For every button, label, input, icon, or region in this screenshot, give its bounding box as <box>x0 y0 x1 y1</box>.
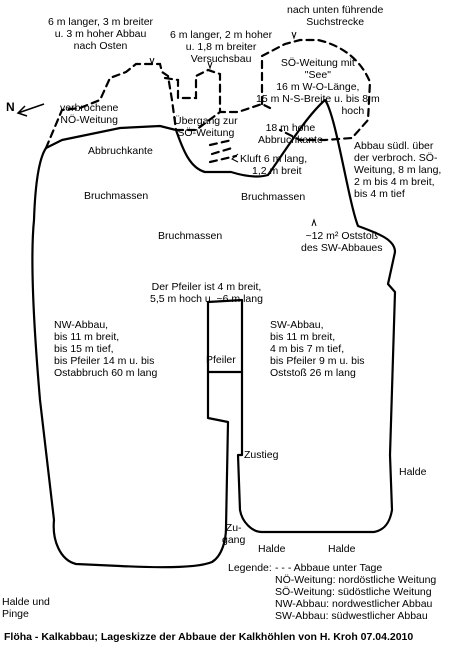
label-sw-abbau: SW-Abbau, bis 11 m breit, 4 m bis 7 m ti… <box>270 319 365 379</box>
arrow-versuchsbau <box>207 61 213 70</box>
label-versuchsbau: 6 m langer, 2 m hoher u. 1,8 m breiter V… <box>170 29 273 65</box>
label-soe-weitung: SÖ-Weitung mit "See" 16 m W-O-Länge, 15 … <box>256 57 380 117</box>
legend: Legende: <box>228 562 272 574</box>
label-pfeiler-info: Der Pfeiler ist 4 m breit, 5,5 m hoch u.… <box>150 281 263 305</box>
arrow-osten <box>149 57 155 66</box>
legend-line: SÖ-Weitung: südöstliche Weitung <box>275 586 432 598</box>
label-kluft: Kluft 6 m lang, 1,2 m breit <box>240 153 308 177</box>
label-pfeiler: Pfeiler <box>206 354 236 366</box>
cave-outline <box>31 98 397 569</box>
label-zugang: Zu- gang <box>222 522 246 546</box>
label-suchstrecke: nach unten führende Suchstrecke <box>287 4 384 28</box>
label-abbruchkante: Abbruchkante <box>88 145 153 157</box>
label-abbruchkante-18m: 18 m hohe Abbruchkante <box>258 122 323 146</box>
label-noe-weitung: verbrochene NÖ-Weitung <box>60 102 119 126</box>
label-uebergang: Übergang zur SÖ-Weitung <box>174 115 238 139</box>
legend-line: NÖ-Weitung: nordöstliche Weitung <box>275 574 437 586</box>
legend-title: Legende: <box>228 562 272 574</box>
label-nw-abbau: NW-Abbau, bis 11 m breit, bis 15 m tief,… <box>54 319 158 379</box>
arrow-kluft <box>231 153 239 163</box>
label-bruchmassen-3: Bruchmassen <box>158 230 223 242</box>
legend-entries: - - - Abbaue unter Tage NÖ-Weitung: nord… <box>275 562 436 622</box>
label-halde-right: Halde <box>399 466 427 478</box>
label-bruchmassen-2: Bruchmassen <box>241 191 306 203</box>
caption: Flöha - Kalkabbau; Lageskizze der Abbaue… <box>4 631 414 643</box>
label-abbau-osten: 6 m langer, 3 m breiter u. 3 m hoher Abb… <box>48 16 154 52</box>
legend-line: - - - Abbaue unter Tage <box>275 562 383 574</box>
arrow-suchstrecke <box>291 31 297 40</box>
legend-line: NW-Abbau: nordwestlicher Abbau <box>275 598 433 610</box>
uebergang-outline <box>174 102 272 132</box>
north-label: N <box>6 100 15 114</box>
versuchsbau-outline <box>163 68 222 114</box>
label-bruchmassen-1: Bruchmassen <box>84 190 149 202</box>
label-oststoss: ~12 m² Oststoß des SW-Abbaues <box>301 230 383 254</box>
north-arrow <box>16 103 45 117</box>
kluft-outline <box>208 138 238 164</box>
label-halde-pinge: Halde und Pinge <box>2 596 50 620</box>
legend-line: SW-Abbau: südwestlicher Abbau <box>275 610 428 622</box>
label-abbau-suedl: Abbau südl. über der verbroch. SÖ- Weitu… <box>354 140 442 200</box>
label-halde-bottom-1: Halde <box>258 543 286 555</box>
soe-weitung-outline <box>260 38 372 142</box>
label-zustieg: Zustieg <box>244 449 279 461</box>
arrow-oststoss <box>311 218 317 227</box>
label-halde-bottom-2: Halde <box>328 543 356 555</box>
